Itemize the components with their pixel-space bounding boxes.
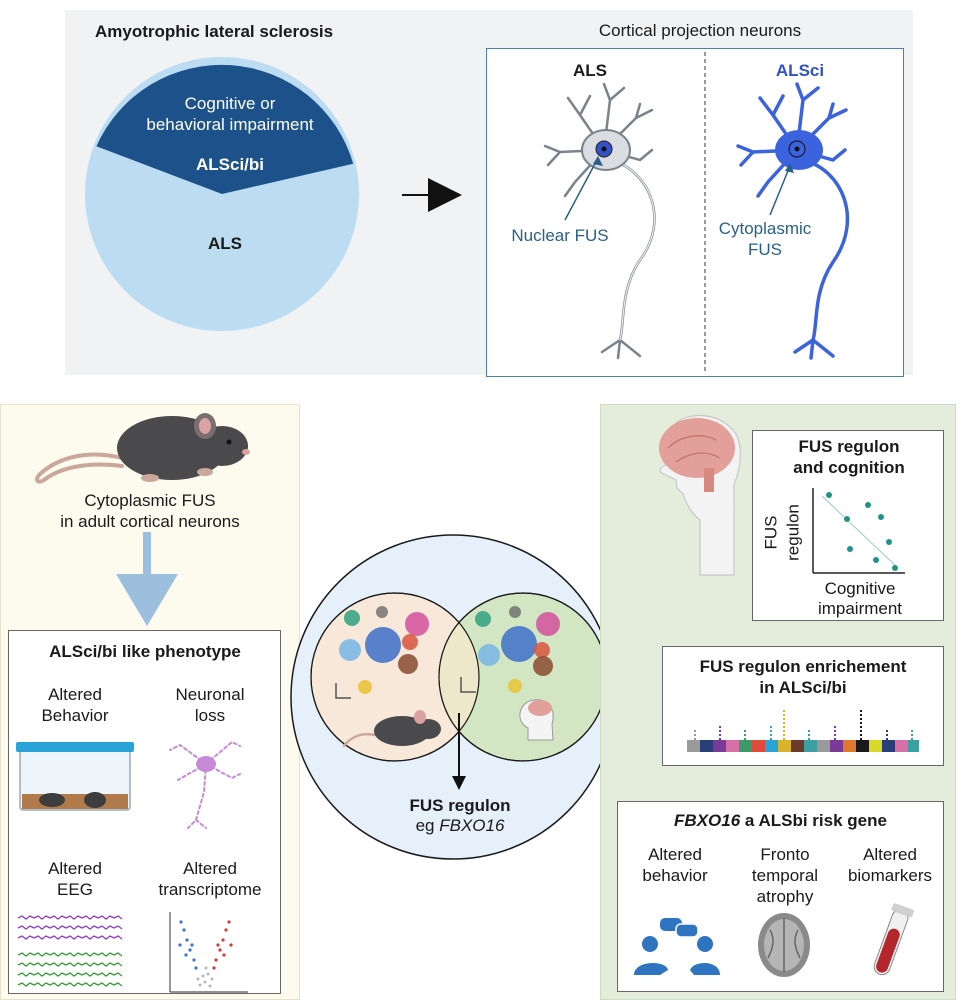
pie-impairment-slice [96,64,354,194]
cortical-neurons-box [486,48,904,377]
phenotype-title: ALSci/bi like phenotype [49,642,241,661]
center-example-gene: FBXO16 [439,816,505,835]
nuclear-fus-label: Nuclear FUS [511,226,609,245]
cortical-divider [704,52,706,373]
cortical-left-heading: ALS [573,61,607,80]
enrichment-title-1: FUS regulon enrichement [699,657,907,676]
pie-slice-name: ALSci/bi [195,155,264,174]
cognition-title-2: and cognition [793,458,905,477]
als-pie-chart [85,57,359,331]
neuronal-loss-label-1: Neuronal [175,685,245,704]
arrow-right-icon [402,178,462,212]
cytoplasmic-fus-label-1: Cytoplasmic [718,219,812,238]
altered-eeg-label-1: Altered [48,859,102,878]
altered-transcriptome-label-1: Altered [183,859,237,878]
enrichment-title-2: in ALSci/bi [759,678,847,697]
top-title: Amyotrophic lateral sclerosis [95,22,334,41]
risk-gene-title-rest: a ALSbi risk gene [740,811,887,830]
pie-slice-label-2: behavioral impairment [146,115,314,134]
scatter-x-label-2: impairment [817,599,903,618]
mouse-caption-1: Cytoplasmic FUS [84,491,216,510]
risk-biomarkers-label-1: Altered [863,845,917,864]
neuronal-loss-label-2: loss [194,706,226,725]
risk-behavior-label-1: Altered [648,845,702,864]
risk-biomarkers-label-2: biomarkers [847,866,933,885]
center-example-prefix: eg [415,816,435,835]
cytoplasmic-fus-label-2: FUS [748,240,782,259]
risk-behavior-label-2: behavior [642,866,708,885]
altered-eeg-label-2: EEG [57,880,93,899]
risk-gene-title: FBXO16 a ALSbi risk gene [619,810,942,831]
altered-behavior-label-1: Altered [48,685,102,704]
risk-atrophy-label-3: atrophy [756,887,814,906]
cognition-box [752,430,944,621]
center-example: eg FBXO16 [385,815,535,836]
risk-atrophy-label-1: Fronto [760,845,810,864]
pie-slice-label-1: Cognitive or [184,94,276,113]
phenotype-box [8,630,281,994]
scatter-x-label-1: Cognitive [824,579,896,598]
risk-atrophy-label-2: temporal [751,866,819,885]
altered-behavior-label-2: Behavior [41,706,109,725]
neuron-alsci-icon [736,82,850,360]
center-fus-regulon: FUS regulon [409,796,511,815]
cortical-right-heading: ALSci [775,61,825,80]
altered-transcriptome-label-2: transcriptome [158,880,262,899]
pie-rest-name: ALS [208,234,242,253]
mouse-caption-2: in adult cortical neurons [60,512,240,531]
neuron-als-icon [543,82,656,360]
cognition-title-1: FUS regulon [798,437,900,456]
cortical-title: Cortical projection neurons [598,21,802,40]
risk-gene-title-gene: FBXO16 [674,811,741,830]
